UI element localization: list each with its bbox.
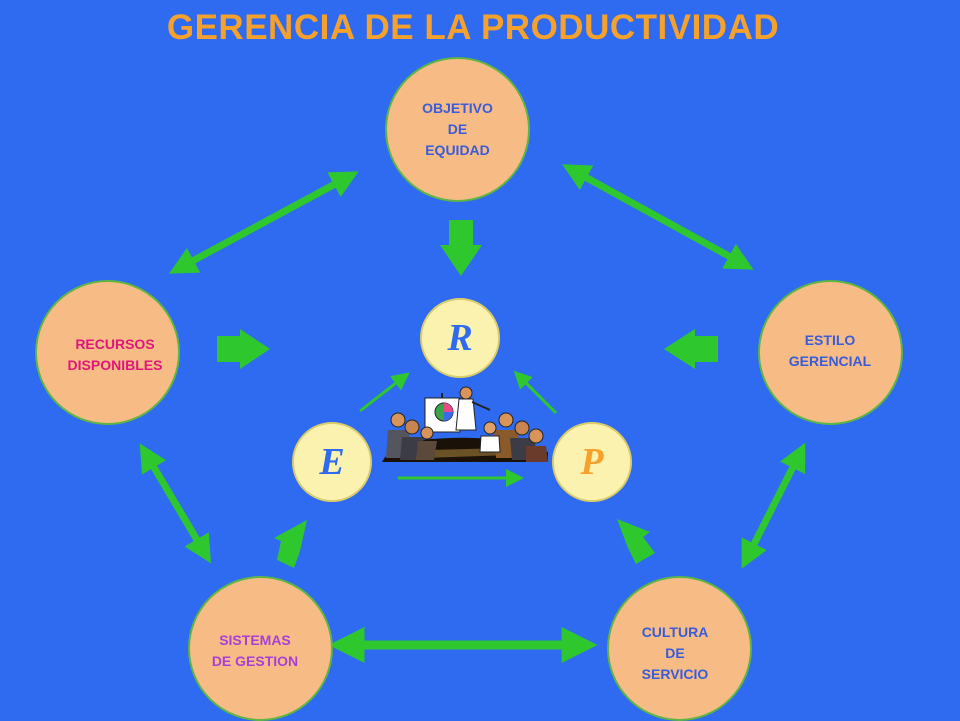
arrow-estilo-cultura bbox=[741, 442, 806, 569]
arrow-sistemas-to-center bbox=[274, 520, 307, 568]
node-recursos bbox=[35, 280, 180, 425]
node-estilo bbox=[758, 280, 903, 425]
node-objetivo-label: OBJETIVO DE EQUIDAD bbox=[422, 100, 493, 158]
node-sistemas-label: SISTEMAS DE GESTION bbox=[211, 632, 299, 669]
diagram-title: GERENCIA DE LA PRODUCTIVIDAD bbox=[166, 8, 780, 47]
arrow-p-to-r bbox=[513, 370, 558, 415]
node-cultura-label: CULTURA DE SERVICIO bbox=[641, 624, 709, 682]
letter-r-circle: R bbox=[420, 298, 500, 378]
meeting-scene bbox=[382, 386, 548, 462]
node-estilo-label: ESTILO GERENCIAL bbox=[788, 332, 872, 369]
arrow-objetivo-estilo bbox=[562, 164, 754, 270]
arrow-estilo-to-center bbox=[664, 329, 718, 369]
arrow-cultura-to-center bbox=[617, 519, 655, 564]
letter-p-circle: P bbox=[552, 422, 632, 502]
letter-e-circle: E bbox=[292, 422, 372, 502]
node-cultura bbox=[607, 576, 752, 721]
node-objetivo bbox=[385, 57, 530, 202]
arrow-objetivo-to-center bbox=[440, 220, 482, 276]
arrow-e-to-r bbox=[359, 372, 410, 413]
node-recursos-label: RECURSOS DISPONIBLES bbox=[67, 336, 163, 373]
arrow-objetivo-recursos bbox=[168, 171, 359, 274]
arrow-recursos-sistemas bbox=[139, 443, 212, 564]
arrow-recursos-to-center bbox=[217, 329, 270, 369]
